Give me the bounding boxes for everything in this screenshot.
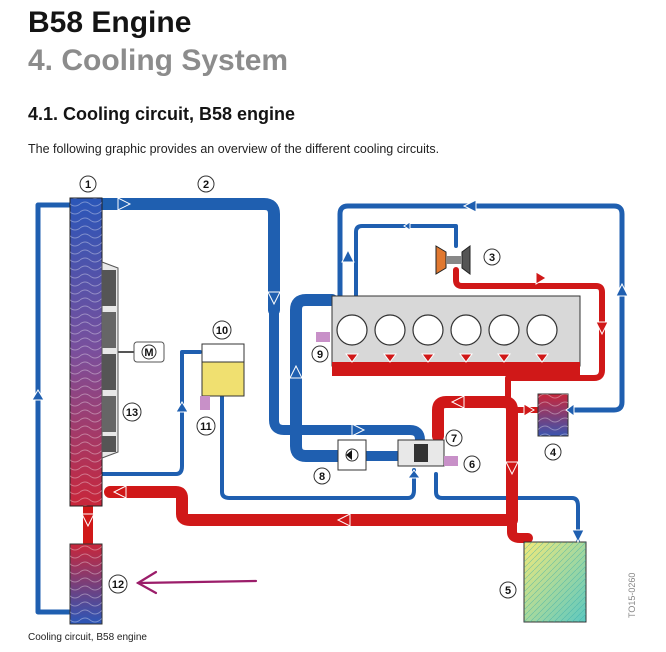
svg-text:10: 10 <box>216 325 228 337</box>
electric-coolant-pump <box>337 439 367 471</box>
turbocharger <box>435 245 471 275</box>
callout-5: 5 <box>499 581 517 599</box>
svg-text:3: 3 <box>489 252 495 264</box>
callout-11: 11 <box>196 416 216 436</box>
callout-6: 6 <box>463 455 481 473</box>
flow-arrows <box>31 197 629 544</box>
callout-13: 13 <box>122 402 142 422</box>
callout-9: 9 <box>311 345 329 363</box>
callout-labels: 1 2 3 4 5 6 7 8 9 10 11 12 13 <box>79 175 562 599</box>
svg-text:9: 9 <box>317 349 323 361</box>
svg-text:1: 1 <box>85 179 91 191</box>
annotation-arrow <box>135 570 258 595</box>
coolant-lines-cold <box>35 198 625 615</box>
section-heading: 4.1. Cooling circuit, B58 engine <box>28 104 296 124</box>
chapter-title: 4. Cooling System <box>28 44 289 77</box>
svg-text:5: 5 <box>505 585 511 597</box>
engine-block <box>316 295 581 376</box>
expansion-tank <box>200 343 245 410</box>
motor-label: M <box>144 347 153 359</box>
svg-text:12: 12 <box>112 579 124 591</box>
svg-text:8: 8 <box>319 471 325 483</box>
coolant-lines-hot <box>83 267 605 549</box>
callout-7: 7 <box>445 429 463 447</box>
svg-text:13: 13 <box>126 407 138 419</box>
figure-caption: Cooling circuit, B58 engine <box>28 632 147 643</box>
electric-fan: M <box>101 261 165 459</box>
svg-text:4: 4 <box>550 447 557 459</box>
thermostat <box>397 439 458 467</box>
figure-code: TO15-0260 <box>627 572 637 618</box>
document-title: B58 Engine <box>28 6 192 39</box>
svg-text:2: 2 <box>203 179 209 191</box>
callout-10: 10 <box>212 320 232 340</box>
svg-text:7: 7 <box>451 433 457 445</box>
callout-3: 3 <box>483 248 501 266</box>
callout-4: 4 <box>544 443 562 461</box>
callout-1: 1 <box>79 175 97 193</box>
callout-2: 2 <box>197 175 215 193</box>
svg-text:11: 11 <box>200 421 212 433</box>
intro-text: The following graphic provides an overvi… <box>28 142 440 156</box>
callout-8: 8 <box>313 467 331 485</box>
callout-12: 12 <box>108 574 128 594</box>
svg-text:6: 6 <box>469 459 475 471</box>
